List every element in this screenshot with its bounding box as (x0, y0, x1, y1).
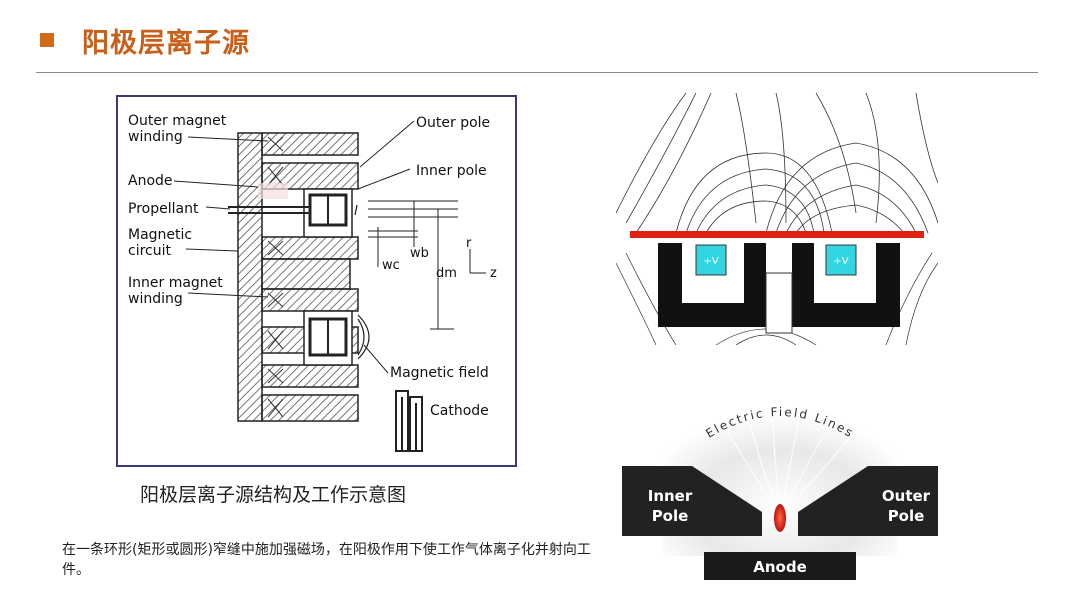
anode-block (704, 552, 856, 580)
outer-winding-bottom (261, 364, 359, 388)
center-slot (765, 272, 793, 334)
pole-left-outer (658, 243, 682, 327)
field-plot-svg: +V +V (615, 92, 939, 346)
thruster-schematic: Outer magnet winding Anode Propellant Ma… (116, 95, 517, 467)
pole-figure-svg: Inner Pole Outer Pole Anode Electric Fie… (622, 396, 938, 580)
label-inner-pole: Inner pole (416, 163, 487, 179)
cathode-symbol (395, 390, 423, 452)
outer-label-1: Outer (882, 487, 931, 505)
slide-header: 阳极层离子源 (40, 22, 250, 59)
outer-label-2: Pole (888, 507, 925, 525)
label-dm: dm (436, 266, 457, 281)
pole-right-outer (876, 243, 900, 327)
inner-pole-block (622, 466, 762, 536)
field-lines-lower (615, 252, 939, 346)
inner-label-1: Inner (648, 487, 693, 505)
label-propellant: Propellant (128, 201, 199, 217)
slide-title: 阳极层离子源 (82, 27, 250, 59)
label-magnetic: Magnetic (128, 227, 192, 243)
field-line-plot: +V +V (615, 92, 939, 346)
outer-winding-top (261, 132, 359, 156)
label-magnetic-field: Magnetic field (390, 365, 489, 381)
highlight-patch (258, 183, 288, 199)
label-inner-magnet: Inner magnet (128, 275, 223, 291)
outer-pole-block (798, 466, 938, 536)
plus-v-right: +V (833, 256, 848, 267)
anode-label: Anode (753, 558, 807, 576)
figure-caption: 阳极层离子源结构及工作示意图 (140, 484, 407, 506)
center-core (261, 258, 351, 290)
label-wc: wc (382, 258, 400, 273)
label-inner-winding: winding (128, 291, 183, 307)
pole-left-bottom (682, 303, 744, 327)
label-r: r (466, 236, 472, 251)
label-wb: wb (410, 246, 429, 261)
pole-right-bottom (814, 303, 876, 327)
label-circuit: circuit (128, 243, 171, 259)
pole-right-inner (792, 243, 814, 327)
schematic-svg: Outer magnet winding Anode Propellant Ma… (128, 113, 497, 452)
electric-field-lines (717, 401, 859, 517)
anode-bar (630, 231, 924, 238)
plus-v-left: +V (703, 256, 718, 267)
inner-label-2: Pole (652, 507, 689, 525)
pole-field-figure: Inner Pole Outer Pole Anode Electric Fie… (622, 396, 938, 592)
plus-v-box-right (825, 244, 857, 276)
label-cathode: Cathode (430, 403, 489, 419)
label-outer-pole: Outer pole (416, 115, 490, 131)
bottom-plate (261, 394, 359, 422)
title-bullet (40, 33, 54, 47)
magnetic-field-arc (357, 314, 370, 360)
plus-v-box-left (695, 244, 727, 276)
plasma-glow (774, 504, 786, 532)
label-l: l (354, 204, 358, 219)
pole-left-inner (744, 243, 766, 327)
inner-pole-upper (261, 236, 359, 260)
inner-winding (261, 288, 359, 312)
label-z: z (490, 266, 497, 281)
leader-lines (173, 120, 415, 374)
title-divider (36, 72, 1038, 73)
description-text: 在一条环形(矩形或圆形)窄缝中施加强磁场，在阳极作用下使工作气体离子化并射向工件… (62, 542, 591, 578)
label-outer-winding: winding (128, 129, 183, 145)
label-anode: Anode (128, 173, 173, 189)
field-lines-upper (615, 92, 939, 234)
back-plate (237, 132, 263, 422)
winding-marks (267, 136, 284, 418)
label-outer-magnet: Outer magnet (128, 113, 227, 129)
